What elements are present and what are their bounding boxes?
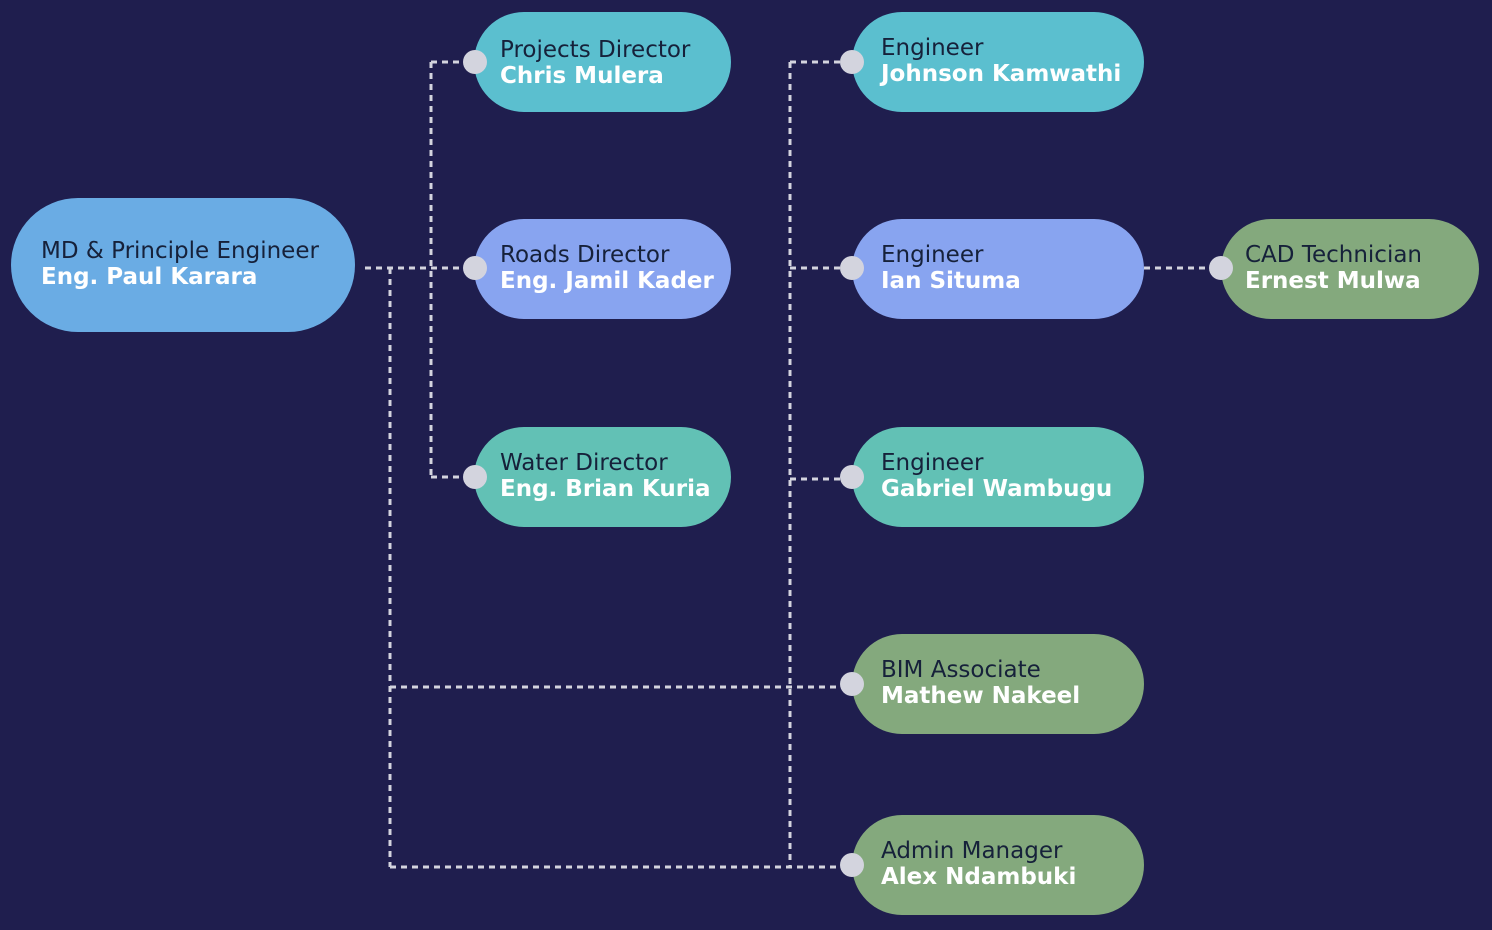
node-admin-manager-name: Alex Ndambuki: [881, 864, 1077, 890]
node-engineer-gabriel-role: Engineer: [881, 450, 984, 477]
node-water-director-name: Eng. Brian Kuria: [500, 476, 711, 502]
node-projects-director-name: Chris Mulera: [500, 63, 664, 89]
node-admin-manager-role: Admin Manager: [881, 838, 1063, 865]
connector-dot: [840, 465, 864, 489]
connector-dot: [463, 465, 487, 489]
connector-dot: [1209, 256, 1233, 280]
connector-dot: [463, 256, 487, 280]
connector-dot: [840, 50, 864, 74]
node-engineer-ian: Engineer Ian Situma: [852, 219, 1144, 319]
node-engineer-gabriel: Engineer Gabriel Wambugu: [852, 427, 1144, 527]
node-water-director: Water Director Eng. Brian Kuria: [474, 427, 731, 527]
node-md-name: Eng. Paul Karara: [41, 264, 258, 290]
node-cad-technician-role: CAD Technician: [1245, 242, 1423, 269]
node-projects-director: Projects Director Chris Mulera: [474, 12, 731, 112]
node-roads-director-name: Eng. Jamil Kader: [500, 268, 714, 294]
connector-dot: [840, 853, 864, 877]
node-admin-manager: Admin Manager Alex Ndambuki: [852, 815, 1144, 915]
connector-dot: [840, 256, 864, 280]
node-bim-associate-name: Mathew Nakeel: [881, 683, 1081, 709]
node-bim-associate: BIM Associate Mathew Nakeel: [852, 634, 1144, 734]
node-cad-technician-name: Ernest Mulwa: [1245, 268, 1421, 294]
node-engineer-johnson-name: Johnson Kamwathi: [881, 61, 1122, 87]
connector-dot: [840, 672, 864, 696]
node-water-director-role: Water Director: [500, 450, 668, 477]
node-bim-associate-role: BIM Associate: [881, 657, 1041, 684]
connector-dot: [463, 50, 487, 74]
node-roads-director: Roads Director Eng. Jamil Kader: [474, 219, 731, 319]
node-engineer-gabriel-name: Gabriel Wambugu: [881, 476, 1113, 502]
node-engineer-johnson-role: Engineer: [881, 35, 984, 62]
node-engineer-ian-name: Ian Situma: [881, 268, 1021, 294]
node-engineer-johnson: Engineer Johnson Kamwathi: [852, 12, 1144, 112]
node-engineer-ian-role: Engineer: [881, 242, 984, 269]
node-cad-technician: CAD Technician Ernest Mulwa: [1221, 219, 1479, 319]
node-roads-director-role: Roads Director: [500, 242, 670, 269]
node-projects-director-role: Projects Director: [500, 37, 691, 64]
node-md-role: MD & Principle Engineer: [41, 238, 319, 265]
node-md: MD & Principle Engineer Eng. Paul Karara: [11, 198, 355, 332]
